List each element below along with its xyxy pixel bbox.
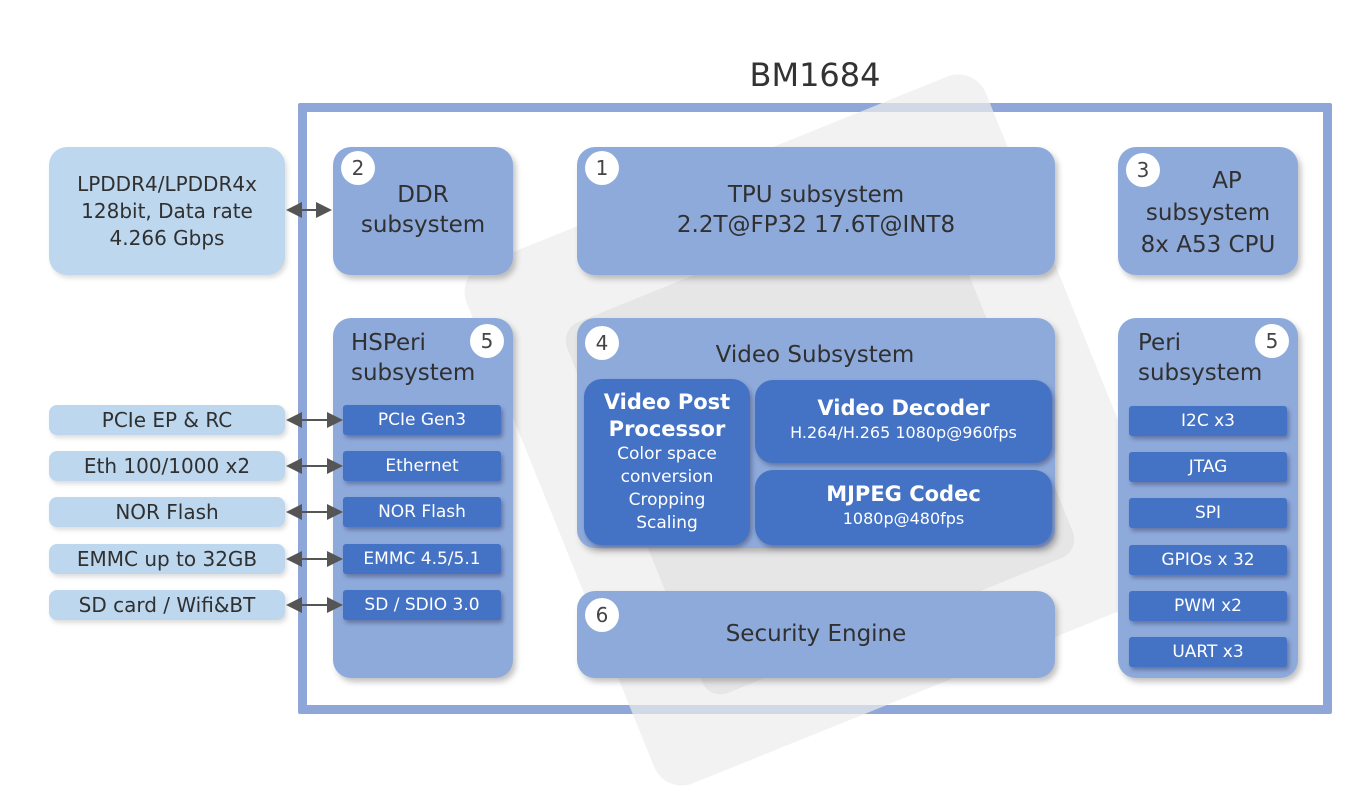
vpp-name-line-2: Processor: [608, 417, 726, 441]
external-sd-box: SD card / Wifi&BT: [49, 590, 285, 620]
mjpeg-codec-name: MJPEG Codec: [826, 482, 981, 506]
hsperi-port-nor-flash: NOR Flash: [343, 497, 501, 527]
mjpeg-codec-spec: 1080p@480fps: [842, 509, 965, 528]
lpddr-memory-box: LPDDR4/LPDDR4x 128bit, Data rate 4.266 G…: [49, 147, 285, 275]
vpp-name-line-1: Video Post: [603, 390, 731, 414]
external-pcie-box: PCIe EP & RC: [49, 405, 285, 435]
video-post-processor: Video Post Processor Color space convers…: [584, 379, 750, 545]
hsperi-line-2: subsystem: [351, 360, 476, 386]
video-decoder-name: Video Decoder: [817, 396, 990, 420]
video-subsystem-title: Video Subsystem: [715, 342, 915, 368]
hsperi-number-badge: 5: [470, 324, 504, 358]
security-number-badge: 6: [585, 598, 619, 632]
mjpeg-codec: MJPEG Codec 1080p@480fps: [755, 470, 1052, 545]
external-emmc-box: EMMC up to 32GB: [49, 544, 285, 574]
lpddr-line-3: 4.266 Gbps: [109, 226, 225, 250]
external-pcie-label: PCIe EP & RC: [101, 408, 233, 432]
hsperi-port-ethernet: Ethernet: [343, 451, 501, 481]
ap-line-3: 8x A53 CPU: [1140, 232, 1276, 258]
ap-line-2: subsystem: [1145, 200, 1271, 226]
security-engine: Security Engine: [577, 591, 1055, 678]
peri-port-jtag: JTAG: [1129, 452, 1287, 482]
lpddr-line-2: 128bit, Data rate: [81, 199, 253, 223]
tpu-line-1: TPU subsystem: [727, 182, 905, 208]
peri-port-i2c: I2C x3: [1129, 406, 1287, 436]
chip-title: BM1684: [749, 56, 881, 94]
hsperi-line-1: HSPeri: [351, 330, 426, 356]
peri-line-1: Peri: [1138, 330, 1182, 356]
external-emmc-label: EMMC up to 32GB: [76, 547, 258, 571]
external-eth-box: Eth 100/1000 x2: [49, 451, 285, 481]
peri-number-badge: 5: [1255, 324, 1289, 358]
peri-port-spi: SPI: [1129, 498, 1287, 528]
tpu-number-badge: 1: [585, 151, 619, 185]
external-sd-label: SD card / Wifi&BT: [78, 593, 256, 617]
external-nor-box: NOR Flash: [49, 497, 285, 527]
peri-port-pwm: PWM x2: [1129, 591, 1287, 621]
peri-port-gpio: GPIOs x 32: [1129, 545, 1287, 575]
ddr-line-1: DDR: [397, 182, 449, 208]
external-nor-label: NOR Flash: [115, 500, 219, 524]
peri-line-2: subsystem: [1138, 360, 1263, 386]
vpp-line-3: Cropping: [628, 490, 706, 510]
ap-number-badge: 3: [1126, 153, 1160, 187]
ddr-line-2: subsystem: [360, 212, 486, 238]
ap-line-1: AP: [1212, 168, 1242, 194]
video-decoder-spec: H.264/H.265 1080p@960fps: [790, 423, 1017, 442]
hsperi-port-emmc: EMMC 4.5/5.1: [343, 544, 501, 574]
connection-arrows: [286, 202, 343, 613]
tpu-line-2: 2.2T@FP32 17.6T@INT8: [676, 212, 956, 238]
vpp-line-2: conversion: [620, 467, 714, 487]
ddr-number-badge: 2: [341, 151, 375, 185]
hsperi-port-sd: SD / SDIO 3.0: [343, 590, 501, 620]
tpu-subsystem: TPU subsystem 2.2T@FP32 17.6T@INT8: [577, 147, 1055, 275]
vpp-line-4: Scaling: [636, 513, 698, 533]
peri-port-uart: UART x3: [1129, 637, 1287, 667]
video-number-badge: 4: [585, 326, 619, 360]
lpddr-line-1: LPDDR4/LPDDR4x: [77, 172, 257, 196]
security-engine-label: Security Engine: [725, 621, 907, 647]
vpp-line-1: Color space: [617, 444, 717, 464]
hsperi-port-pcie: PCIe Gen3: [343, 405, 501, 435]
external-eth-label: Eth 100/1000 x2: [83, 454, 251, 478]
video-decoder: Video Decoder H.264/H.265 1080p@960fps: [755, 380, 1052, 463]
